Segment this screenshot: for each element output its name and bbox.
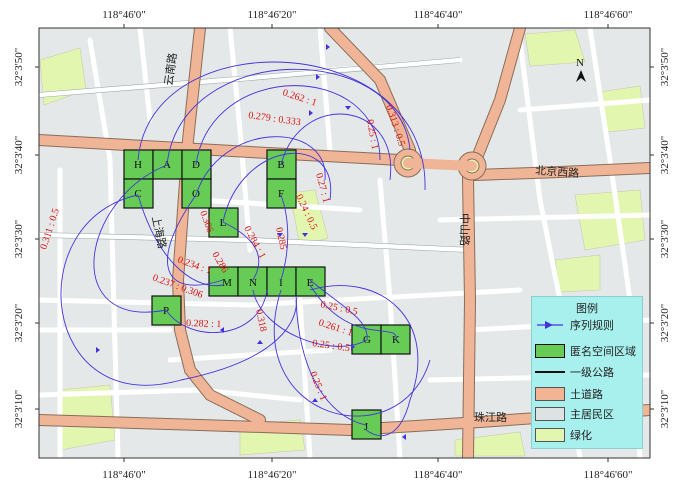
zone-label-c: C (134, 188, 141, 200)
legend-label: 土道路 (570, 389, 603, 401)
lon-tick-top: 118°46'60" (584, 9, 633, 21)
ratio-label: 0.25 : 1 (364, 119, 380, 151)
map-border (38, 27, 651, 459)
lon-tick-top: 118°46'20" (248, 9, 297, 21)
legend-label: 序列规则 (570, 320, 614, 332)
legend: 图例 序列规则 匿名空间区域 一级公路 土道路 主居民区 绿化 (531, 296, 643, 449)
lon-tick-top: 118°46'40" (414, 9, 463, 21)
lon-tick-bottom: 118°46'40" (414, 469, 463, 481)
latitude-labels: 32°3'50" 32°3'40" 32°3'30" 32°3'20" 32°3… (13, 48, 671, 428)
road-label-yunnan: 云南路 (162, 52, 179, 86)
longitude-labels: 118°46'0" 118°46'20" 118°46'40" 118°46'6… (102, 9, 632, 481)
lat-tick-left: 32°3'40" (13, 136, 25, 174)
legend-item-zone: 匿名空间区域 (535, 342, 636, 360)
lon-tick-bottom: 118°46'0" (102, 469, 145, 481)
lon-tick-bottom: 118°46'60" (584, 469, 633, 481)
legend-label: 绿化 (570, 430, 592, 442)
lat-tick-right: 32°3'10" (659, 390, 671, 428)
lat-tick-right: 32°3'50" (659, 48, 671, 86)
lat-tick-left: 32°3'20" (13, 304, 25, 342)
zone-label-j: J (364, 421, 369, 433)
legend-title: 图例 (576, 303, 598, 315)
zone-label-f: F (278, 188, 284, 200)
zone-swatch (535, 344, 565, 358)
zone-label-i: I (279, 277, 283, 289)
zone-label-p: P (163, 305, 169, 317)
lon-tick-bottom: 118°46'20" (248, 469, 297, 481)
ratio-label: 0.318 (253, 308, 268, 332)
anonymous-zones (123, 149, 411, 440)
lat-tick-left: 32°3'50" (13, 48, 25, 86)
road-swatch (535, 387, 565, 401)
zone-label-h: H (134, 159, 142, 171)
lat-tick-right: 32°3'30" (659, 220, 671, 258)
zone-label-n: N (249, 277, 257, 289)
legend-label: 主居民区 (570, 409, 614, 421)
legend-item-dirt-road: 土道路 (535, 385, 603, 403)
legend-item-residential: 主居民区 (535, 405, 614, 423)
green-swatch (535, 428, 565, 442)
lat-tick-left: 32°3'10" (13, 390, 25, 428)
tick-marks (35, 24, 654, 462)
ratio-label: 0.282 : 1 (186, 318, 222, 330)
road-label-beijing-west: 北京西路 (535, 163, 580, 180)
zone-label-e: E (307, 277, 314, 289)
lat-tick-right: 32°3'40" (659, 136, 671, 174)
residential-swatch (535, 407, 565, 421)
arrow-icon (535, 318, 565, 332)
map-area: H A D C O B F L M N I E P G K J (39, 28, 650, 458)
line-swatch (535, 365, 565, 379)
road-label-zhujiang: 珠江路 (474, 410, 507, 424)
north-letter: N (576, 57, 584, 69)
legend-label: 匿名空间区域 (570, 346, 636, 358)
lat-tick-right: 32°3'20" (659, 304, 671, 342)
lon-tick-top: 118°46'0" (102, 9, 145, 21)
road-label-zhongshan: 中山路 (458, 213, 471, 246)
legend-item-sequence: 序列规则 (535, 316, 614, 334)
sequence-arrowheads (96, 44, 406, 440)
zone-label-m: M (222, 277, 232, 289)
north-arrow-icon: N (576, 57, 586, 82)
legend-item-primary-road: 一级公路 (535, 363, 614, 381)
lat-tick-left: 32°3'30" (13, 220, 25, 258)
legend-label: 一级公路 (570, 367, 614, 379)
legend-item-green: 绿化 (535, 426, 592, 444)
zone-label-l: L (220, 217, 227, 229)
ratio-label: 0.285 (273, 226, 288, 250)
ratio-label: 0.25 : 0.5 (312, 338, 351, 354)
